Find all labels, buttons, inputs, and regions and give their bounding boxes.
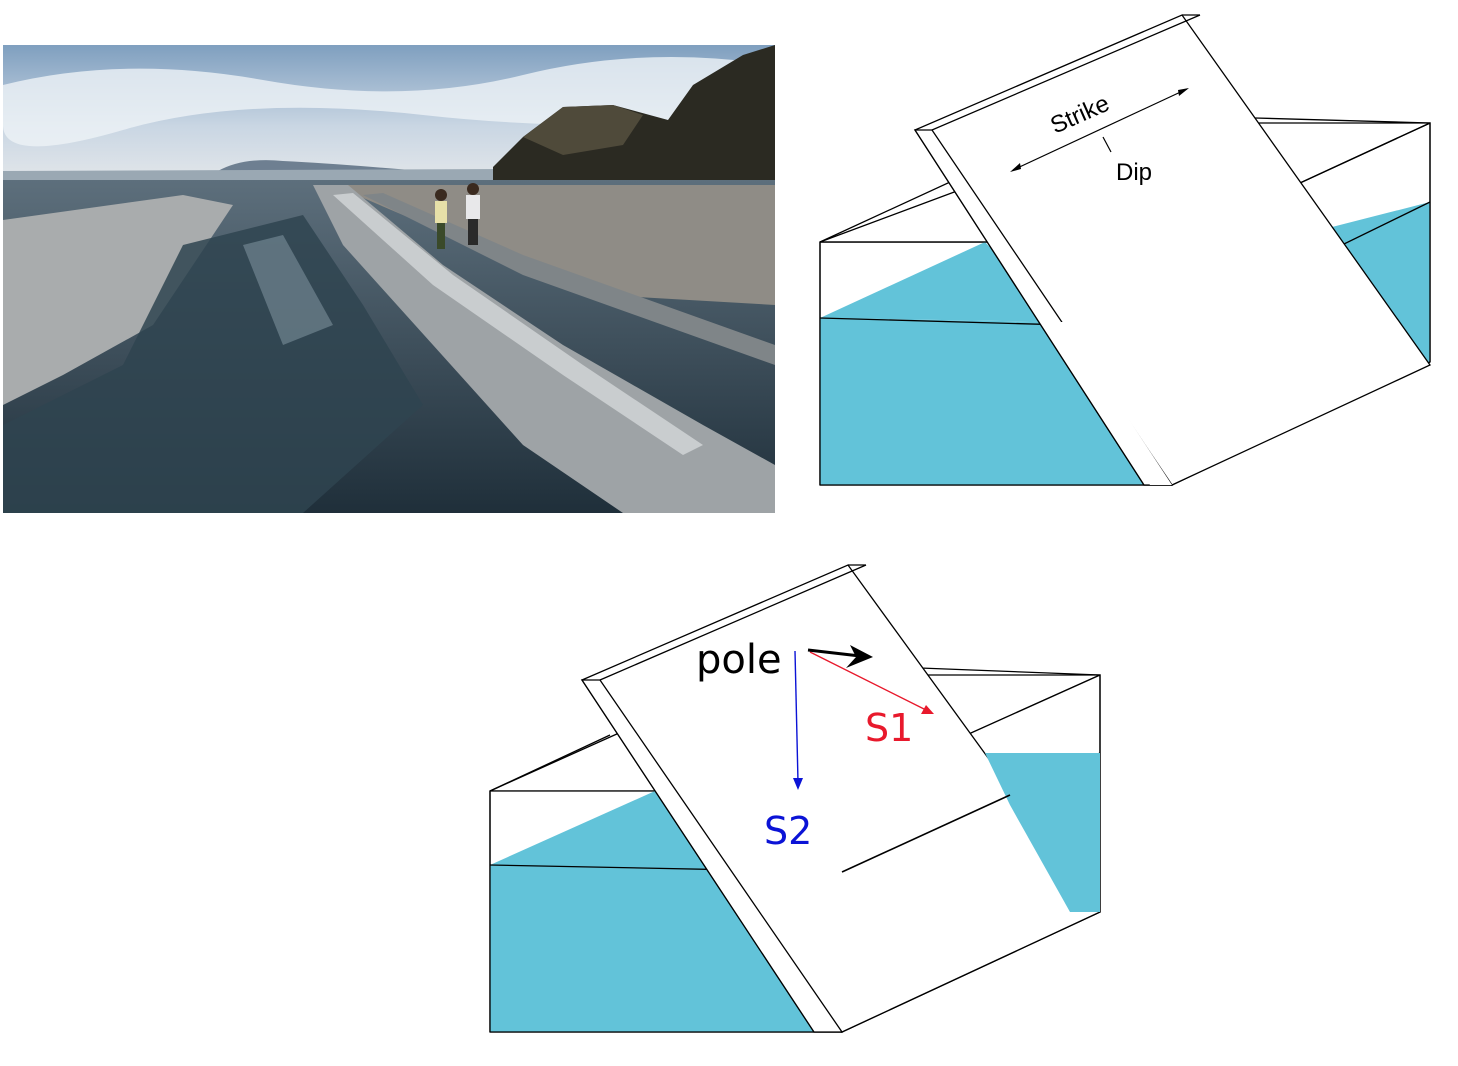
plane-lower-shade xyxy=(1042,322,1172,485)
dip-label: Dip xyxy=(1116,159,1152,186)
pole-arrowhead xyxy=(846,645,873,668)
bedding-plane xyxy=(580,564,1101,1033)
s1-vector xyxy=(809,651,927,711)
strike-arrow xyxy=(1012,88,1188,171)
side-edge xyxy=(841,794,1011,873)
layer-side-band xyxy=(1172,202,1430,362)
tide-pool xyxy=(3,215,423,513)
second-ridge xyxy=(363,193,775,365)
distant-headland xyxy=(218,160,423,171)
dip-tick xyxy=(1102,136,1112,153)
pole-arrow xyxy=(807,648,861,658)
s2-vector xyxy=(794,650,799,783)
s2-label: S2 xyxy=(764,809,812,853)
s1-label: S1 xyxy=(865,706,913,750)
strike-arrowhead-right xyxy=(1178,88,1189,96)
pole-vectors-diagram: pole S1 S2 xyxy=(489,564,1101,1034)
layer-side-band-front xyxy=(985,753,1100,912)
s2-arrowhead xyxy=(793,778,803,790)
s1-arrowhead xyxy=(921,705,934,714)
strike-arrowhead-left xyxy=(1010,163,1021,172)
bedding-photo xyxy=(3,45,775,513)
people xyxy=(435,183,480,249)
pole-label: pole xyxy=(696,637,782,683)
strike-dip-diagram: Strike Dip xyxy=(819,14,1431,487)
reflection-streak xyxy=(243,235,333,345)
ridge-top-highlight xyxy=(333,193,703,455)
limestone-slab-left xyxy=(3,195,233,405)
cliff-face-lit xyxy=(523,105,643,155)
